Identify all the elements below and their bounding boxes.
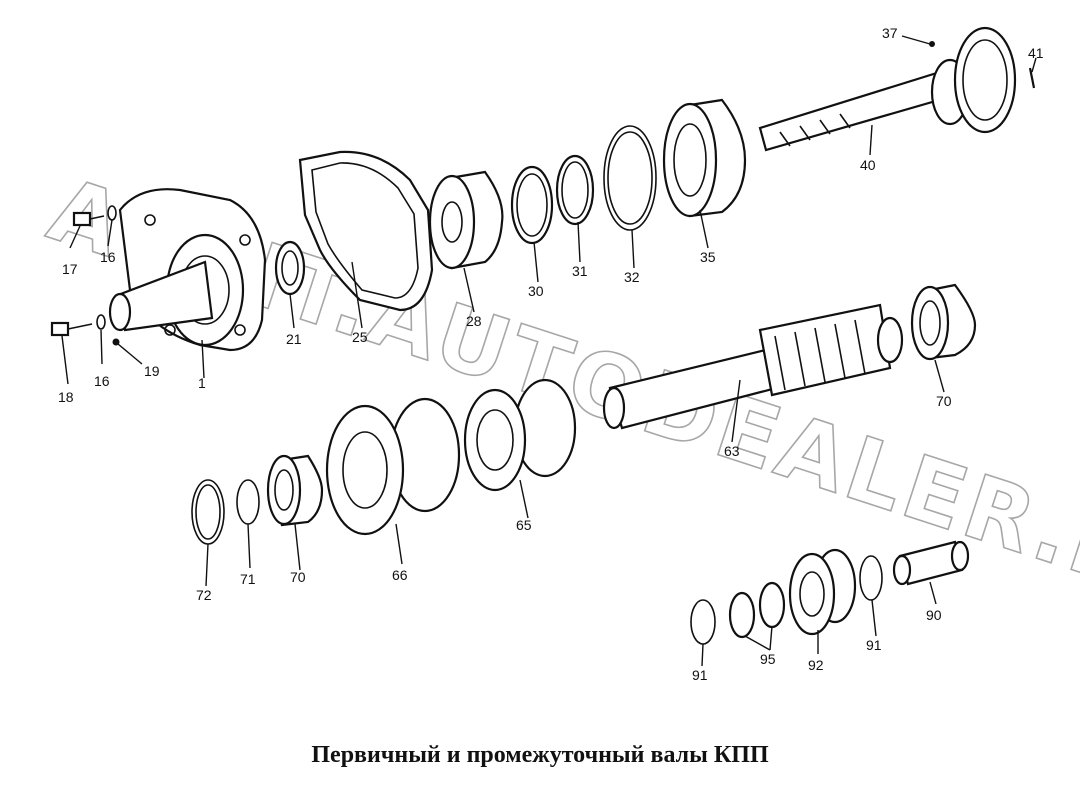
gasket-25-part xyxy=(298,150,434,312)
washer-91-right-part xyxy=(859,555,883,601)
gear-92-part xyxy=(788,548,857,636)
label-16-lower: 16 xyxy=(94,373,110,389)
label-91-left: 91 xyxy=(692,667,708,683)
seal-21-part xyxy=(274,240,306,296)
label-19: 19 xyxy=(144,363,160,379)
intermediate-shaft-63-part xyxy=(602,303,904,430)
ring-71-part xyxy=(236,479,260,525)
bearing-35-part xyxy=(662,98,747,218)
label-17: 17 xyxy=(62,261,78,277)
leader-lines xyxy=(61,35,1037,667)
label-16-upper: 16 xyxy=(100,249,116,265)
ring-32-part xyxy=(603,125,657,231)
label-72: 72 xyxy=(196,587,212,603)
gear-65-part xyxy=(463,378,577,492)
label-37: 37 xyxy=(882,25,898,41)
label-91-right: 91 xyxy=(866,637,882,653)
gear-66-part xyxy=(325,397,461,536)
label-63: 63 xyxy=(724,443,740,459)
label-35: 35 xyxy=(700,249,716,265)
label-90: 90 xyxy=(926,607,942,623)
diagram-caption: Первичный и промежуточный валы КПП xyxy=(311,742,769,768)
label-1: 1 xyxy=(198,375,206,391)
label-65: 65 xyxy=(516,517,532,533)
needle-bearing-95-part xyxy=(728,581,786,639)
label-28: 28 xyxy=(466,313,482,329)
hub-28-part xyxy=(428,170,504,270)
label-95: 95 xyxy=(760,651,776,667)
label-40: 40 xyxy=(860,157,876,173)
ring-30-part xyxy=(510,165,554,245)
part-labels: 37 41 40 35 32 31 30 28 25 21 1 19 16 18… xyxy=(58,25,1044,683)
housing-cover-part xyxy=(108,188,267,352)
label-92: 92 xyxy=(808,657,824,673)
shaft-90-part xyxy=(892,540,970,586)
label-66: 66 xyxy=(392,567,408,583)
label-71: 71 xyxy=(240,571,256,587)
label-25: 25 xyxy=(352,329,368,345)
label-70-right: 70 xyxy=(936,393,952,409)
bearing-70-right-part xyxy=(910,283,977,361)
label-21: 21 xyxy=(286,331,302,347)
bolt-17-part xyxy=(72,205,117,227)
bolt-18-part xyxy=(50,314,120,346)
label-41: 41 xyxy=(1028,45,1044,61)
label-30: 30 xyxy=(528,283,544,299)
label-18: 18 xyxy=(58,389,74,405)
label-32: 32 xyxy=(624,269,640,285)
label-70-left: 70 xyxy=(290,569,306,585)
bearing-70-left-part xyxy=(266,454,324,527)
input-shaft-40-part xyxy=(758,26,1036,152)
label-31: 31 xyxy=(572,263,588,279)
washer-91-left-part xyxy=(690,599,716,645)
ring-31-part xyxy=(555,154,595,226)
